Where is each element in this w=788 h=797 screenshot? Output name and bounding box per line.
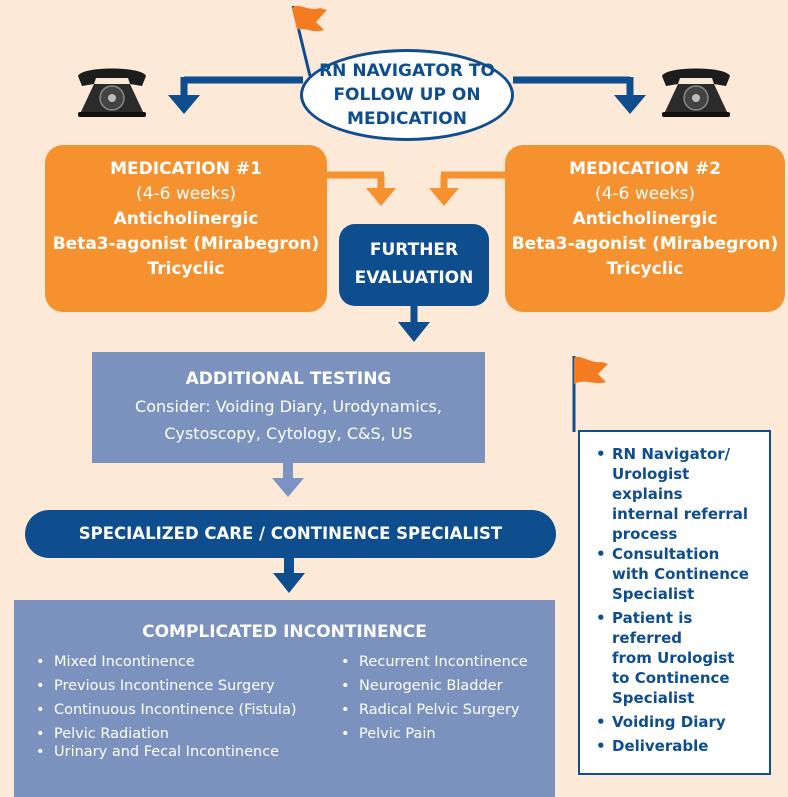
list-item: Urinary and Fecal Incontinence	[34, 740, 297, 764]
list-item: Neurogenic Bladder	[339, 674, 528, 698]
medication-1-item: Tricyclic	[147, 259, 225, 279]
additional-testing-line: Consider: Voiding Diary, Urodynamics,	[135, 397, 442, 416]
medication-2-item: Anticholinergic	[572, 209, 718, 229]
arrow-to-medication-2	[513, 76, 646, 114]
list-item: Radical Pelvic Surgery	[339, 698, 528, 722]
side-info-panel: RN Navigator/ Urologist explains interna…	[578, 430, 771, 775]
additional-testing-box: ADDITIONAL TESTING Consider: Voiding Dia…	[92, 352, 485, 463]
medication-1-item: Beta3-agonist (Mirabegron)	[52, 234, 320, 254]
oval-line: FOLLOW UP ON	[333, 85, 481, 105]
arrow-med2-to-evaluation	[429, 171, 505, 206]
flag-icon	[572, 356, 608, 432]
list-item: Continuous Incontinence (Fistula)	[34, 698, 297, 722]
side-item-line: Specialist	[612, 585, 695, 603]
side-info-list: RN Navigator/ Urologist explains interna…	[592, 444, 765, 756]
side-item-line: with Continence	[612, 565, 749, 583]
side-item-line: RN Navigator/	[612, 445, 731, 463]
list-item: Previous Incontinence Surgery	[34, 674, 297, 698]
arrow-testing-to-specialized	[272, 463, 304, 497]
telephone-icon	[78, 68, 146, 117]
list-item: Deliverable	[592, 736, 765, 756]
flag-icon	[291, 5, 327, 77]
additional-testing-line: Cystoscopy, Cytology, C&S, US	[164, 424, 413, 443]
oval-line: RN NAVIGATOR TO	[319, 61, 495, 81]
medication-2-duration: (4-6 weeks)	[595, 184, 695, 204]
side-item-line: Patient is referred	[612, 609, 693, 647]
medication-1-item: Anticholinergic	[113, 209, 259, 229]
arrow-med1-to-evaluation	[327, 171, 396, 206]
further-evaluation-line: FURTHER	[369, 240, 459, 260]
medication-1-box: MEDICATION #1 (4-6 weeks) Anticholinergi…	[45, 145, 327, 312]
side-item-line: Urologist explains	[612, 465, 690, 503]
list-item: Pelvic Pain	[339, 722, 528, 746]
list-item: Consultation with Continence Specialist	[592, 544, 765, 604]
complicated-title: COMPLICATED INCONTINENCE	[142, 622, 427, 642]
arrow-specialized-to-complicated	[273, 557, 305, 593]
side-item-line: process	[612, 525, 678, 543]
specialized-care-label: SPECIALIZED CARE / CONTINENCE SPECIALIST	[78, 524, 503, 543]
list-item: Mixed Incontinence	[34, 650, 297, 674]
side-item-line: Voiding Diary	[612, 713, 726, 731]
telephone-icon	[662, 68, 730, 117]
list-item: Patient is referred from Urologist to Co…	[592, 608, 765, 708]
complicated-right-list: Recurrent Incontinence Neurogenic Bladde…	[339, 650, 528, 746]
medication-2-item: Beta3-agonist (Mirabegron)	[511, 234, 779, 254]
side-item-line: Consultation	[612, 545, 720, 563]
arrow-evaluation-to-testing	[398, 305, 430, 342]
list-item: RN Navigator/ Urologist explains interna…	[592, 444, 765, 544]
arrow-to-medication-1	[168, 76, 303, 114]
medication-1-duration: (4-6 weeks)	[136, 184, 236, 204]
side-item-line: Specialist	[612, 689, 695, 707]
list-item: Voiding Diary	[592, 712, 765, 732]
medication-2-title: MEDICATION #2	[569, 159, 721, 179]
further-evaluation-line: EVALUATION	[354, 268, 474, 288]
medication-1-title: MEDICATION #1	[110, 159, 262, 179]
side-item-line: internal referral	[612, 505, 749, 523]
complicated-incontinence-box: COMPLICATED INCONTINENCE Mixed Incontine…	[14, 600, 555, 797]
complicated-left-list: Mixed Incontinence Previous Incontinence…	[34, 650, 297, 764]
oval-line: MEDICATION	[347, 109, 467, 129]
additional-testing-title: ADDITIONAL TESTING	[185, 369, 392, 389]
side-item-line: Deliverable	[612, 737, 709, 755]
medication-2-box: MEDICATION #2 (4-6 weeks) Anticholinergi…	[505, 145, 785, 312]
side-item-line: from Urologist	[612, 649, 735, 667]
side-item-line: to Continence	[612, 669, 730, 687]
specialized-care-pill: SPECIALIZED CARE / CONTINENCE SPECIALIST	[25, 510, 556, 558]
list-item: Recurrent Incontinence	[339, 650, 528, 674]
list-item: Pelvic Radiation	[34, 722, 297, 746]
medication-2-item: Tricyclic	[606, 259, 684, 279]
further-evaluation-box: FURTHER EVALUATION	[339, 224, 489, 306]
rn-navigator-oval: RN NAVIGATOR TO FOLLOW UP ON MEDICATION	[300, 49, 514, 141]
